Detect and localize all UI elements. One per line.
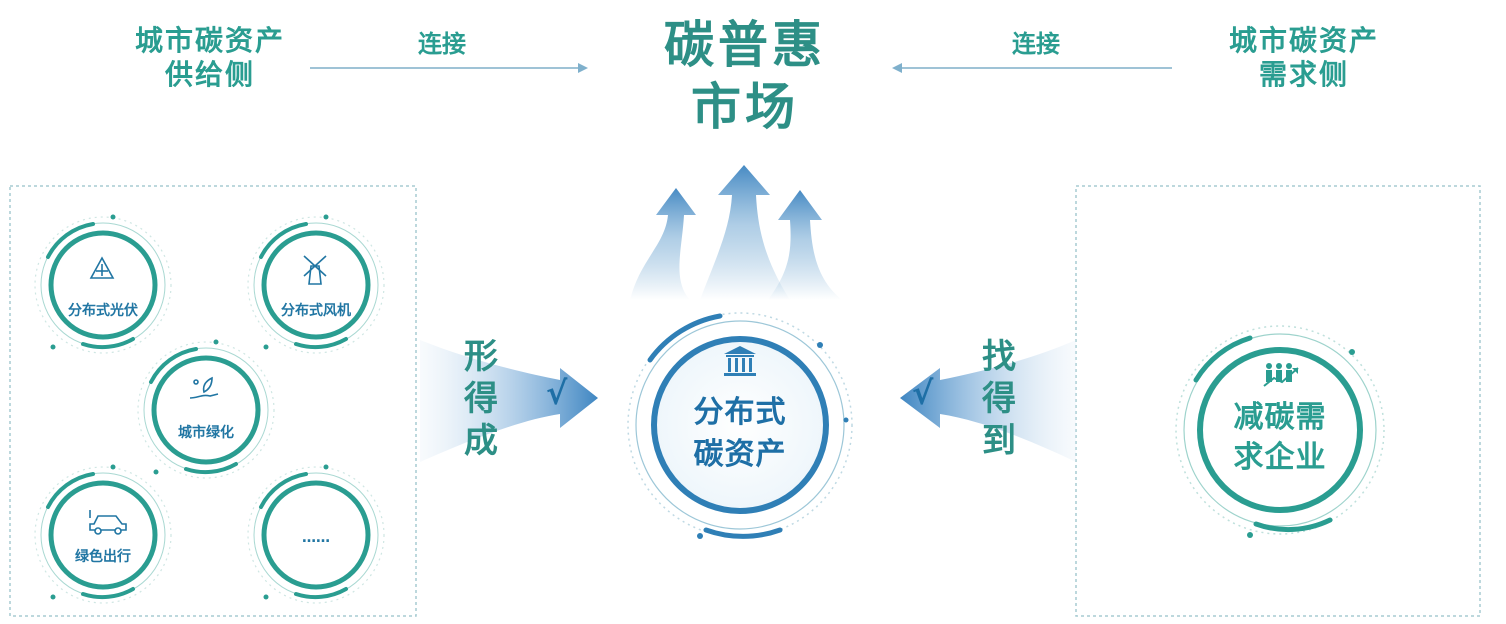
left-action-char: 得 <box>464 379 498 419</box>
center-label: 分布式 碳资产 <box>640 392 840 476</box>
solar-panel-icon <box>89 256 115 279</box>
plant-hand-icon <box>189 376 219 399</box>
supply-side-line2: 供给侧 <box>164 58 255 91</box>
left-action-char: 成 <box>464 421 498 461</box>
supply-node-circle <box>34 464 172 604</box>
connect-label-left: 连接 <box>418 30 466 58</box>
supply-node-circle <box>137 339 275 479</box>
center-label-line2: 碳资产 <box>693 437 787 472</box>
right-action-char: 得 <box>982 379 1016 419</box>
connect-label-right: 连接 <box>1012 30 1060 58</box>
check-mark-left: √ <box>546 374 568 412</box>
connector-right <box>892 63 1172 73</box>
demand-node <box>1175 325 1385 538</box>
demand-label-line1: 减碳需 <box>1233 400 1327 435</box>
right-flow-arrow <box>900 340 1076 462</box>
business-growth-icon <box>1263 363 1299 387</box>
supply-node-label: 绿色出行 <box>75 549 131 565</box>
left-action-text: 形 得 成 <box>458 336 504 462</box>
demand-side-title: 城市碳资产 需求侧 <box>1204 24 1404 92</box>
supply-side-line1: 城市碳资产 <box>134 24 285 57</box>
check-mark-right: √ <box>912 374 934 412</box>
bank-building-icon <box>724 346 756 376</box>
demand-side-line2: 需求侧 <box>1258 58 1349 91</box>
left-action-char: 形 <box>464 337 498 377</box>
market-title: 碳普惠 市场 <box>600 14 890 138</box>
right-action-text: 找 得 到 <box>976 336 1022 462</box>
supply-node-label: …… <box>302 530 330 546</box>
supply-side-title: 城市碳资产 供给侧 <box>110 24 310 92</box>
right-action-char: 到 <box>982 421 1016 461</box>
upward-arrows <box>630 165 842 300</box>
connector-left <box>310 63 588 73</box>
center-node <box>627 312 853 539</box>
market-title-line2: 市场 <box>691 78 799 136</box>
electric-car-icon <box>89 510 127 535</box>
supply-node-circle <box>247 214 385 354</box>
supply-panel <box>9 185 417 617</box>
supply-node-label: 分布式光伏 <box>68 303 138 319</box>
market-title-line1: 碳普惠 <box>664 16 826 74</box>
demand-label-line2: 求企业 <box>1233 440 1327 475</box>
windmill-icon <box>303 255 327 285</box>
center-label-line1: 分布式 <box>693 395 787 430</box>
demand-label: 减碳需 求企业 <box>1200 398 1360 478</box>
supply-node-circle <box>34 214 172 354</box>
left-flow-arrow <box>420 340 598 462</box>
right-action-char: 找 <box>982 337 1016 377</box>
demand-side-line1: 城市碳资产 <box>1228 24 1379 57</box>
supply-node-label: 分布式风机 <box>281 303 351 319</box>
supply-node-circle <box>247 464 385 604</box>
supply-node-label: 城市绿化 <box>178 425 234 441</box>
